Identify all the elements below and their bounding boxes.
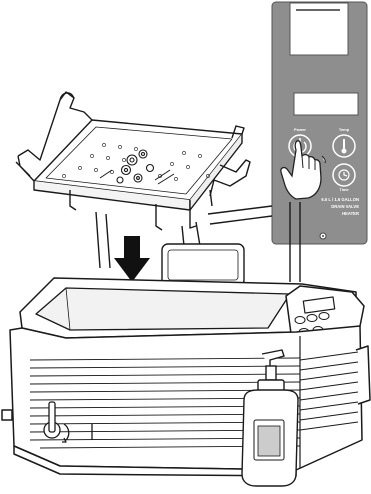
time-button-label: Time <box>339 187 349 192</box>
panel-display <box>294 93 358 115</box>
spec-line-3: HEATER <box>342 211 359 216</box>
spec-line-1: 6.5 L / 1.6 GALLON <box>321 197 359 202</box>
tank-lid <box>162 244 244 286</box>
cleaner-tank <box>2 278 370 476</box>
drain-outlet <box>2 410 12 420</box>
temp-button-label: Temp <box>339 127 350 132</box>
basket-rack <box>16 92 300 282</box>
tank-handle-right <box>356 346 370 404</box>
spec-line-2: DRAIN VALVE <box>331 204 359 209</box>
basin <box>36 288 290 330</box>
power-button-label: Power <box>294 127 306 132</box>
insert-basket-arrow <box>114 236 150 282</box>
control-panel-callout: Power Temp Time 6.5 L / 1.6 GALLON DRAI <box>272 2 367 244</box>
